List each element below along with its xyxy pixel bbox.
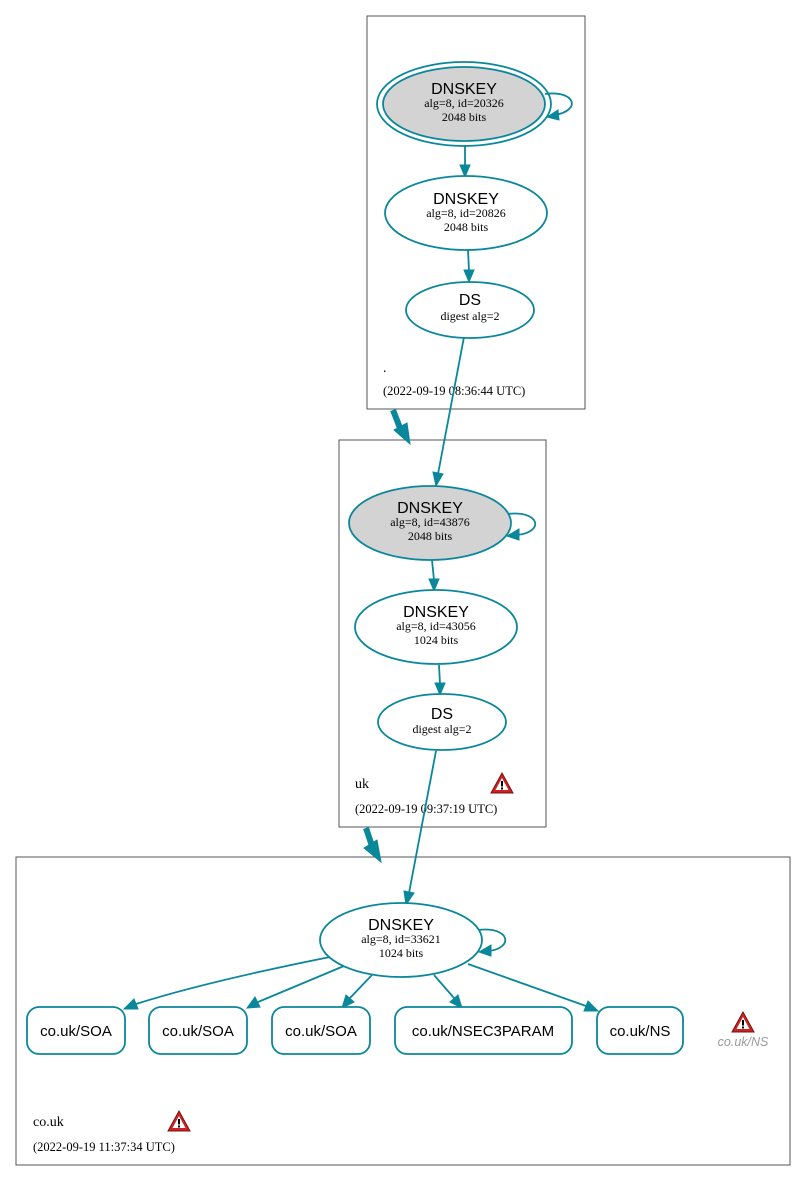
zone-root-name: . — [383, 361, 387, 376]
node-detail: 1024 bits — [379, 946, 424, 960]
node-detail: alg=8, id=20826 — [426, 206, 506, 220]
edges — [122, 92, 600, 1012]
warning-icon — [490, 772, 514, 794]
node-detail: alg=8, id=33621 — [361, 932, 441, 946]
node-detail: alg=8, id=43876 — [390, 515, 470, 529]
node-detail: alg=8, id=20326 — [424, 96, 504, 110]
rrset-label: co.uk/SOA — [40, 1023, 112, 1040]
rrset-label: co.uk/SOA — [162, 1023, 234, 1040]
node-title: DNSKEY — [397, 500, 463, 517]
zone-uk-timestamp: (2022-09-19 09:37:19 UTC) — [355, 802, 497, 816]
rrset-node-soa-1[interactable]: co.uk/SOA — [26, 1006, 126, 1055]
rrset-label: co.uk/NSEC3PARAM — [412, 1023, 554, 1040]
zone-uk-name: uk — [355, 777, 369, 792]
rrset-label: co.uk/SOA — [285, 1023, 357, 1040]
delegation-uk-couk — [363, 827, 382, 864]
ds-node-root[interactable]: DS digest alg=2 — [405, 281, 535, 339]
node-detail: 1024 bits — [414, 633, 459, 647]
node-title: DNSKEY — [368, 917, 434, 934]
ds-node-uk[interactable]: DS digest alg=2 — [377, 693, 507, 751]
warning-icon — [167, 1110, 191, 1132]
zone-couk: co.uk (2022-09-19 11:37:34 UTC) — [15, 856, 791, 1166]
dnskey-node-root-zsk[interactable]: DNSKEY alg=8, id=20826 2048 bits — [384, 175, 548, 251]
ns-error-label: co.uk/NS — [718, 1035, 769, 1049]
dnskey-node-couk[interactable]: DNSKEY alg=8, id=33621 1024 bits — [319, 902, 483, 978]
node-detail: 2048 bits — [444, 220, 489, 234]
dnskey-node-uk-ksk[interactable]: DNSKEY alg=8, id=43876 2048 bits — [348, 485, 512, 561]
node-detail: digest alg=2 — [412, 722, 471, 736]
node-title: DNSKEY — [433, 191, 499, 208]
node-detail: 2048 bits — [408, 529, 453, 543]
rrset-node-nsec3param[interactable]: co.uk/NSEC3PARAM — [394, 1006, 573, 1055]
node-detail: digest alg=2 — [440, 309, 499, 323]
warning-icon — [731, 1011, 755, 1033]
zone-couk-name: co.uk — [33, 1115, 64, 1130]
node-title: DNSKEY — [431, 81, 497, 98]
delegation-root-uk — [390, 408, 411, 446]
ns-error-node[interactable]: co.uk/NS — [718, 1011, 769, 1049]
rrset-node-soa-3[interactable]: co.uk/SOA — [271, 1006, 371, 1055]
node-title: DS — [431, 706, 453, 723]
node-title: DNSKEY — [403, 604, 469, 621]
dnskey-node-uk-zsk[interactable]: DNSKEY alg=8, id=43056 1024 bits — [354, 589, 518, 665]
rrset-node-soa-2[interactable]: co.uk/SOA — [148, 1006, 248, 1055]
node-title: DS — [459, 292, 481, 309]
rrset-node-ns[interactable]: co.uk/NS — [596, 1006, 684, 1055]
zone-couk-timestamp: (2022-09-19 11:37:34 UTC) — [33, 1140, 175, 1154]
zone-uk: uk (2022-09-19 09:37:19 UTC) — [338, 439, 547, 828]
node-detail: 2048 bits — [442, 110, 487, 124]
dnskey-node-root-ksk[interactable]: DNSKEY alg=8, id=20326 2048 bits — [376, 61, 552, 147]
rrset-label: co.uk/NS — [610, 1023, 671, 1040]
node-detail: alg=8, id=43056 — [396, 619, 476, 633]
